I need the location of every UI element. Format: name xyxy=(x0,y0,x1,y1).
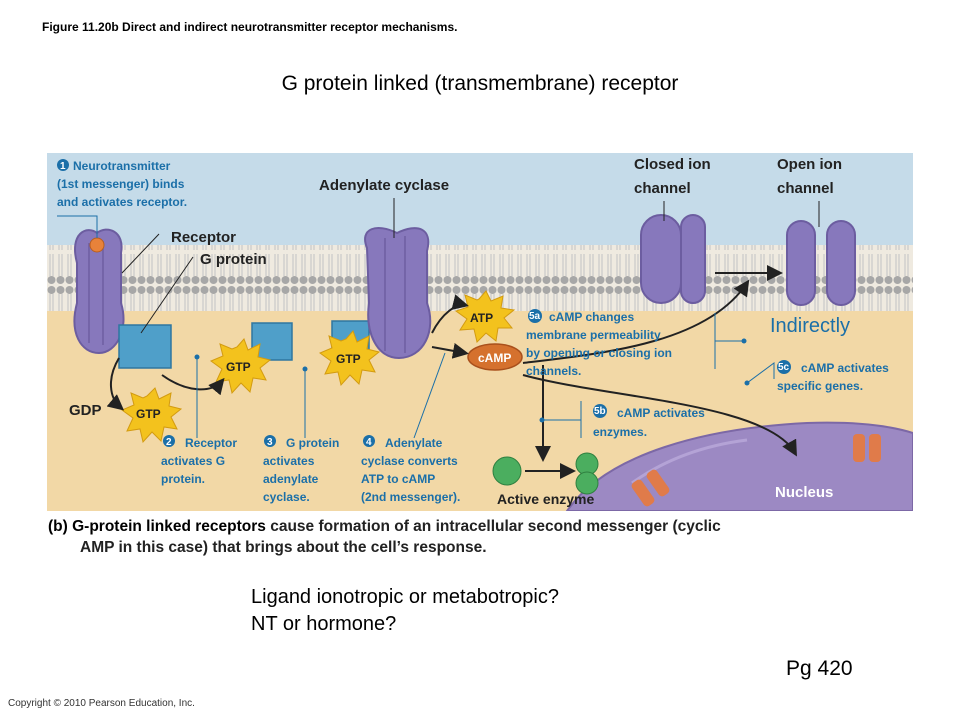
leader-receptor xyxy=(121,233,160,274)
arrow-camp-nucleus xyxy=(522,374,797,457)
svg-text:cAMP activates: cAMP activates xyxy=(617,406,705,420)
step4-callout: 4 Adenylate cyclase converts ATP to cAMP… xyxy=(361,435,460,504)
svg-text:by opening or closing ion: by opening or closing ion xyxy=(526,346,672,360)
closed-ion-channel xyxy=(640,214,706,304)
caption-tag: (b) xyxy=(48,518,68,535)
caption-rest: cause formation of an intracellular seco… xyxy=(265,518,721,535)
svg-text:Closed ion: Closed ion xyxy=(634,156,711,173)
svg-text:(1st messenger) binds: (1st messenger) binds xyxy=(57,177,185,191)
svg-text:5b: 5b xyxy=(594,406,606,417)
svg-text:GTP: GTP xyxy=(136,407,161,421)
step3-callout: 3 G protein activates adenylate cyclase. xyxy=(263,435,339,504)
arrow-gtp-gprotein xyxy=(161,374,225,396)
gtp-burst-2: GTP xyxy=(318,330,381,387)
atp-burst: ATP xyxy=(454,290,516,343)
svg-text:Adenylate: Adenylate xyxy=(385,436,443,450)
svg-text:2: 2 xyxy=(166,437,172,448)
svg-text:adenylate: adenylate xyxy=(263,472,319,486)
receptor xyxy=(73,228,125,355)
svg-text:ATP: ATP xyxy=(470,311,493,325)
gprotein-1 xyxy=(118,324,172,369)
svg-text:(2nd messenger).: (2nd messenger). xyxy=(361,490,460,504)
svg-text:ATP to cAMP: ATP to cAMP xyxy=(361,472,435,486)
figure-b-caption: (b) G-protein linked receptors cause for… xyxy=(48,516,918,558)
leader-gprotein xyxy=(140,256,194,334)
svg-text:cAMP: cAMP xyxy=(478,351,511,365)
svg-text:channels.: channels. xyxy=(526,364,581,378)
svg-text:cyclase converts: cyclase converts xyxy=(361,454,458,468)
step2-callout: 2 Receptor activates G protein. xyxy=(161,435,237,486)
svg-text:GTP: GTP xyxy=(336,352,361,366)
gdp-gtp-burst: GTP xyxy=(120,387,183,444)
closed-ion-channel-label: Closed ion channel xyxy=(634,156,711,197)
leader-step4 xyxy=(413,352,446,439)
arrow-gdp-loop xyxy=(106,357,125,411)
svg-text:GTP: GTP xyxy=(226,360,251,374)
svg-text:Open ion: Open ion xyxy=(777,156,842,173)
gprotein-diagram: Nucleus GTP GTP GTP ATP c xyxy=(47,153,913,511)
nucleus xyxy=(565,421,913,511)
camp-molecule: cAMP xyxy=(467,343,523,371)
svg-text:activates G: activates G xyxy=(161,454,225,468)
receptor-label: Receptor xyxy=(171,229,236,246)
arrow-camp-channel xyxy=(522,279,750,364)
nucleus-label: Nucleus xyxy=(775,484,833,501)
svg-text:channel: channel xyxy=(777,180,834,197)
active-enzyme-label: Active enzyme xyxy=(497,491,594,507)
step5b-callout: 5b cAMP activates enzymes. xyxy=(593,404,705,439)
svg-text:Receptor: Receptor xyxy=(185,436,237,450)
caption-bold: G-protein linked receptors xyxy=(72,518,266,535)
leader-step5c xyxy=(746,362,775,384)
inactive-enzyme xyxy=(492,456,522,486)
page-reference: Pg 420 xyxy=(786,657,853,680)
svg-text:Neurotransmitter: Neurotransmitter xyxy=(73,159,171,173)
arrow-atp-camp xyxy=(431,294,469,334)
adenylate-cyclase xyxy=(364,227,432,360)
step5c-callout: 5c cAMP activates specific genes. xyxy=(777,360,889,393)
nuclear-pore-1 xyxy=(631,469,670,507)
adenylate-cyclase-label: Adenylate cyclase xyxy=(319,177,449,194)
svg-text:1: 1 xyxy=(60,161,66,172)
svg-text:3: 3 xyxy=(267,437,273,448)
svg-text:cAMP changes: cAMP changes xyxy=(549,310,634,324)
gprotein-label: G protein xyxy=(200,251,267,268)
question-ionotropic: Ligand ionotropic or metabotropic? xyxy=(251,586,559,608)
leader-step1 xyxy=(57,215,98,238)
open-ion-channel xyxy=(786,220,856,306)
svg-text:and activates receptor.: and activates receptor. xyxy=(57,195,187,209)
open-ion-channel-label: Open ion channel xyxy=(777,156,842,197)
copyright: Copyright © 2010 Pearson Education, Inc. xyxy=(8,698,195,709)
question-nt-hormone: NT or hormone? xyxy=(251,613,397,635)
step5a-callout: 5a cAMP changes membrane permeability by… xyxy=(526,309,672,378)
svg-text:protein.: protein. xyxy=(161,472,205,486)
arrow-to-camp xyxy=(431,342,469,359)
active-enzyme xyxy=(575,452,599,495)
neurotransmitter-ball xyxy=(89,237,105,253)
leader-step5a xyxy=(714,313,744,369)
gtp-burst-1: GTP xyxy=(209,338,272,395)
svg-text:5c: 5c xyxy=(778,362,790,373)
step1-callout: 1 Neurotransmitter (1st messenger) binds… xyxy=(57,159,187,209)
svg-text:channel: channel xyxy=(634,180,691,197)
figure-caption: Figure 11.20b Direct and indirect neurot… xyxy=(42,20,458,34)
nuclear-pore-2 xyxy=(853,434,881,462)
caption-line2: AMP in this case) that brings about the … xyxy=(80,539,487,556)
svg-text:membrane permeability: membrane permeability xyxy=(526,328,661,342)
svg-text:specific genes.: specific genes. xyxy=(777,379,863,393)
svg-text:cAMP activates: cAMP activates xyxy=(801,361,889,375)
svg-text:cyclase.: cyclase. xyxy=(263,490,310,504)
svg-text:activates: activates xyxy=(263,454,315,468)
slide-title: G protein linked (transmembrane) recepto… xyxy=(281,72,679,95)
svg-text:5a: 5a xyxy=(529,311,541,322)
gdp-label: GDP xyxy=(69,402,102,419)
svg-text:enzymes.: enzymes. xyxy=(593,425,647,439)
svg-text:4: 4 xyxy=(366,437,372,448)
svg-text:G protein: G protein xyxy=(286,436,339,450)
indirectly-label: Indirectly xyxy=(770,315,850,337)
leader-step5b xyxy=(542,401,582,438)
